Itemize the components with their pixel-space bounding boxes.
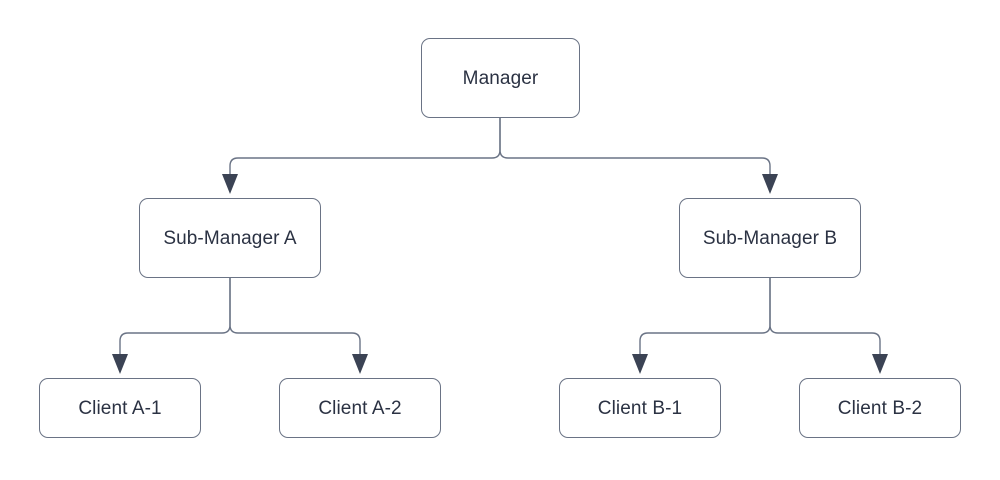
node-manager-label: Manager [462, 67, 539, 89]
arrowhead-client-a2 [352, 354, 368, 374]
node-client-a1[interactable]: Client A-1 [39, 378, 201, 438]
node-manager[interactable]: Manager [421, 38, 580, 118]
node-sub-manager-b-label: Sub-Manager B [702, 227, 838, 249]
edge-submanager-b-to-client-b1 [639, 277, 771, 359]
arrowhead-submanager-b [762, 174, 778, 194]
node-client-b2[interactable]: Client B-2 [799, 378, 961, 438]
arrowhead-client-b2 [872, 354, 888, 374]
node-client-a2[interactable]: Client A-2 [279, 378, 441, 438]
node-sub-manager-a-label: Sub-Manager A [163, 227, 297, 249]
node-client-b2-label: Client B-2 [837, 397, 923, 419]
node-sub-manager-a[interactable]: Sub-Manager A [139, 198, 321, 278]
node-sub-manager-b[interactable]: Sub-Manager B [679, 198, 861, 278]
arrowhead-client-b1 [632, 354, 648, 374]
node-client-a1-label: Client A-1 [78, 397, 162, 419]
node-client-a2-label: Client A-2 [318, 397, 402, 419]
node-client-b1[interactable]: Client B-1 [559, 378, 721, 438]
arrowhead-submanager-a [222, 174, 238, 194]
node-client-b1-label: Client B-1 [597, 397, 683, 419]
arrowhead-client-a1 [112, 354, 128, 374]
edge-submanager-a-to-client-a1 [119, 277, 231, 359]
edge-manager-to-submanager-b [499, 117, 771, 179]
edge-submanager-a-to-client-a2 [229, 277, 361, 359]
edge-manager-to-submanager-a [229, 117, 501, 179]
edge-submanager-b-to-client-b2 [769, 277, 881, 359]
